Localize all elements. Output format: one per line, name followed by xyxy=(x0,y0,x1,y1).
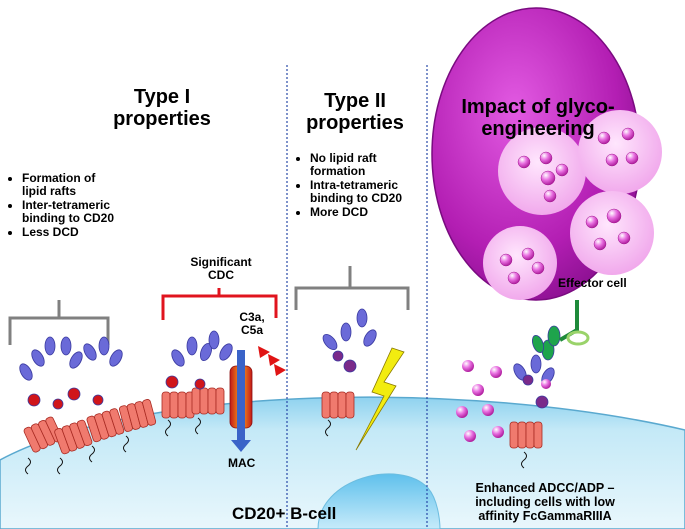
type2-bullet: Intra-tetrameric binding to CD20 xyxy=(310,179,410,205)
type2-title-line2: properties xyxy=(306,112,404,134)
glyco-heading: Impact of glyco- engineering xyxy=(448,96,628,140)
nucleus xyxy=(317,473,441,529)
type1-bullets: Formation of lipid rafts Inter-tetrameri… xyxy=(8,172,122,240)
granule xyxy=(578,110,662,194)
type1-title-line2: properties xyxy=(113,108,211,130)
glyco-result-line1: Enhanced ADCC/ADP – xyxy=(475,481,615,495)
cd20-tails xyxy=(25,417,527,475)
c5a-label: C5a xyxy=(240,323,263,337)
glyco-result-line2: including cells with low xyxy=(475,495,615,509)
cdc-label: Significant CDC xyxy=(178,256,264,282)
lightning-bolt xyxy=(355,347,405,451)
mac-label: MAC xyxy=(228,456,256,470)
type1-heading: Type I properties xyxy=(112,86,212,130)
released-granules xyxy=(456,360,551,442)
type1-bullet: Formation of lipid rafts xyxy=(22,172,122,198)
type1-bullet: Inter-tetrameric binding to CD20 xyxy=(22,199,122,225)
antibodies xyxy=(19,308,561,410)
type2-bullet: More DCD xyxy=(310,206,410,219)
type2-heading: Type II properties xyxy=(300,90,410,134)
type1-bullet: Less DCD xyxy=(22,226,122,239)
glyco-result-line3: affinity FcGammaRIIIA xyxy=(478,509,612,523)
fc-receptor xyxy=(558,300,579,342)
cd20-tetramers xyxy=(23,387,543,455)
granule xyxy=(498,127,586,215)
granule xyxy=(483,226,557,300)
glyco-result: Enhanced ADCC/ADP – including cells with… xyxy=(440,481,650,523)
cell-label: CD20+ B-cell xyxy=(232,504,337,523)
bracket-cdc xyxy=(161,288,278,320)
bracket-type1 xyxy=(8,300,110,345)
c3a-c5a-label: C3a, C5a xyxy=(232,311,272,337)
c3a-c5a-arrows xyxy=(258,346,286,376)
effector-cell-label: Effector cell xyxy=(558,276,627,290)
type2-bullets: No lipid raft formation Intra-tetrameric… xyxy=(296,152,410,220)
type2-bullet: No lipid raft formation xyxy=(310,152,410,178)
mac-pore xyxy=(229,350,253,452)
type1-title-line1: Type I xyxy=(133,86,191,108)
c3a-label: C3a, xyxy=(239,310,265,324)
fc-receptor-ring xyxy=(566,330,590,346)
bracket-type2 xyxy=(294,266,410,310)
cdc-label-line1: Significant xyxy=(190,255,252,269)
glyco-title-line1: Impact of glyco- xyxy=(461,96,615,118)
glyco-title-line2: engineering xyxy=(481,118,595,140)
cdc-label-line2: CDC xyxy=(208,268,234,282)
effector-cell xyxy=(431,7,662,301)
type2-title-line1: Type II xyxy=(324,90,386,112)
granule xyxy=(570,191,654,275)
